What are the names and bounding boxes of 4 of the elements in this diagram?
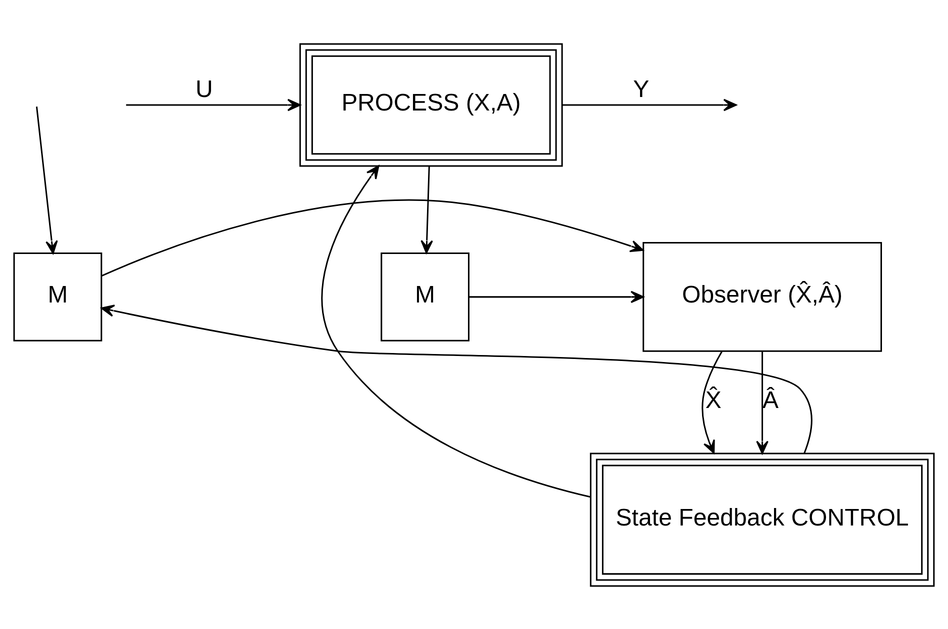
edge-label: Â bbox=[762, 386, 779, 414]
edge-label: Y bbox=[633, 76, 650, 103]
edge-label: X̂ bbox=[705, 386, 722, 414]
edge-label: U bbox=[196, 76, 213, 103]
